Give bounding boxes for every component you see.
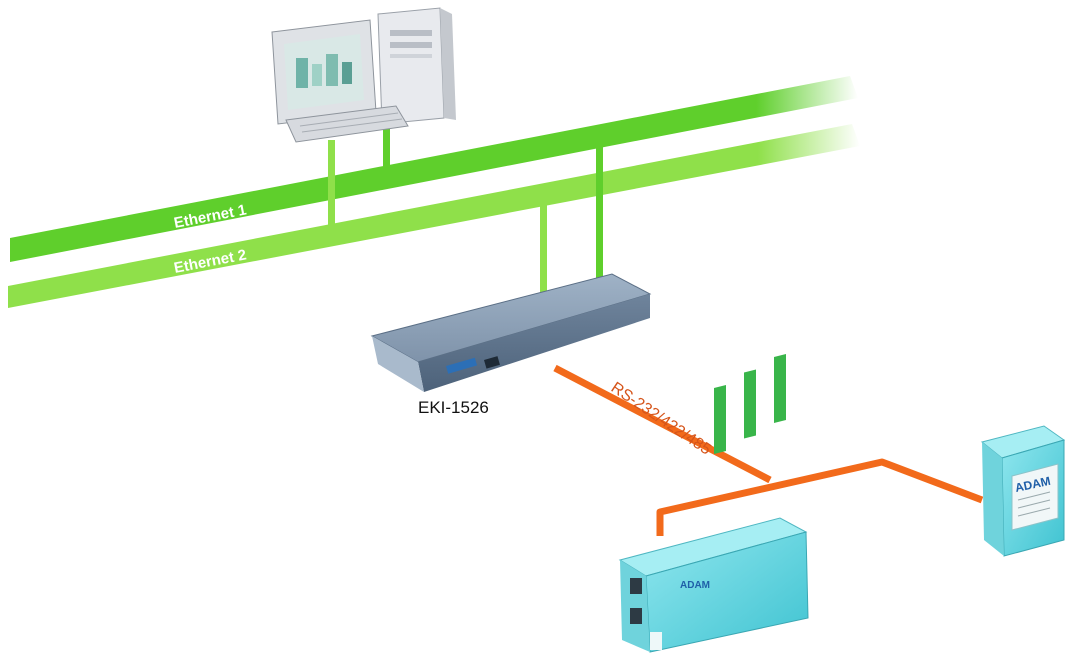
device-server-icon bbox=[370, 273, 652, 392]
server-drop-line-2 bbox=[540, 198, 547, 298]
device-server-label: EKI-1526 bbox=[418, 398, 489, 417]
ethernet-1-bus bbox=[10, 76, 858, 262]
serial-bus bbox=[553, 364, 984, 536]
adam-module-icon bbox=[980, 425, 1066, 557]
workstation-drop-line-2 bbox=[328, 140, 335, 226]
adam-rack-icon bbox=[618, 354, 809, 653]
adam-rack-logo: ADAM bbox=[680, 580, 710, 591]
server-drop-line-1 bbox=[596, 146, 603, 278]
workstation-icon bbox=[271, 7, 456, 143]
ethernet-2-bus bbox=[8, 124, 860, 308]
serial-label: RS-232/422/485 bbox=[608, 379, 714, 458]
workstation-drop-line-1 bbox=[383, 122, 390, 168]
